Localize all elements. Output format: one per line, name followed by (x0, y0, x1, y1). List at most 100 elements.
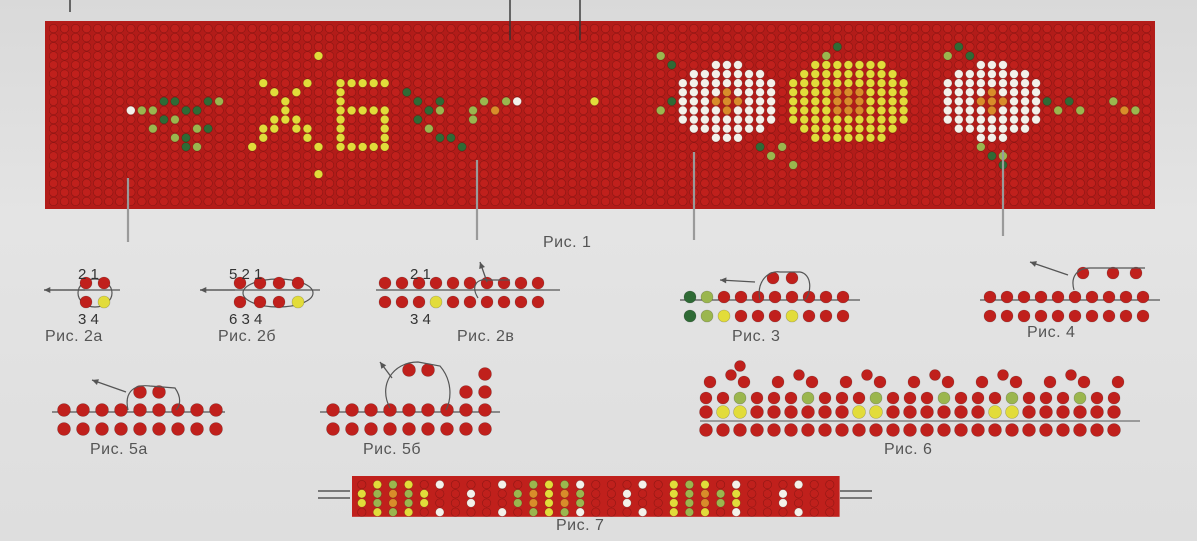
fig6-row-bead (836, 406, 849, 419)
fig1-bead (104, 143, 113, 152)
fig1-bead (789, 179, 798, 188)
fig1-bead (734, 188, 743, 197)
fig1-bead (679, 52, 688, 61)
fig1-bead (447, 161, 456, 170)
fig1-bead (358, 152, 367, 161)
fig1-bead (336, 179, 345, 188)
fig1-bead (369, 42, 378, 51)
fig1-bead (568, 106, 577, 115)
fig1-bead (623, 52, 632, 61)
fig1-bead (380, 152, 389, 161)
fig1-bead (921, 97, 930, 106)
fig1-bead (358, 88, 367, 97)
fig1-bead (888, 61, 897, 70)
fig7-bead (404, 490, 412, 498)
fig2v-caption: Рис. 2в (457, 328, 514, 346)
fig1-bead (281, 115, 290, 124)
fig1-bead (425, 170, 434, 179)
fig1-bead (469, 61, 478, 70)
fig1-bead (182, 197, 191, 206)
fig1-bead (1109, 42, 1118, 51)
fig1-bead (955, 24, 964, 33)
fig1-bead (1032, 33, 1041, 42)
fig1-bead (568, 197, 577, 206)
fig1-bead (778, 188, 787, 197)
fig6-base-bead (1023, 424, 1036, 437)
fig1-bead (138, 143, 147, 152)
fig1-bead (778, 33, 787, 42)
fig1-bead (1010, 33, 1019, 42)
fig5b-mid-bead (422, 404, 435, 417)
fig1-bead (656, 33, 665, 42)
fig1-bead (1098, 70, 1107, 79)
fig1-bead (1010, 152, 1019, 161)
fig1-bead (458, 124, 467, 133)
fig7-bead (545, 480, 553, 488)
fig2b-bottom-bead (273, 296, 285, 308)
fig1-bead (690, 133, 699, 142)
fig1-bead (756, 197, 765, 206)
fig1-bead (502, 88, 511, 97)
fig6-base-bead (700, 424, 713, 437)
fig1-bead (932, 97, 941, 106)
fig1-bead (391, 179, 400, 188)
fig1-bead (1076, 170, 1085, 179)
fig1-bead (955, 133, 964, 142)
fig1-bead (149, 188, 158, 197)
fig1-bead (104, 179, 113, 188)
fig5a-bottom-bead (172, 423, 185, 436)
fig1-bead (1098, 179, 1107, 188)
fig6-base-bead (1074, 424, 1087, 437)
fig1-bead (546, 133, 555, 142)
fig5a-caption: Рис. 5а (90, 441, 148, 459)
fig1-bead (634, 161, 643, 170)
fig1-bead (634, 170, 643, 179)
fig1-bead (391, 61, 400, 70)
fig1-bead (866, 61, 875, 70)
arrowhead (720, 277, 726, 283)
fig1-bead (1098, 188, 1107, 197)
fig1-bead (899, 133, 908, 142)
fig1-bead (822, 133, 831, 142)
fig1-bead (623, 188, 632, 197)
fig1-bead (1065, 161, 1074, 170)
fig1-bead (756, 42, 765, 51)
fig1-bead (623, 70, 632, 79)
fig1-bead (822, 143, 831, 152)
fig1-bead (612, 124, 621, 133)
fig1-bead (171, 88, 180, 97)
fig1-bead (535, 124, 544, 133)
fig1-bead (888, 143, 897, 152)
fig1-bead (447, 24, 456, 33)
fig1-bead (1054, 33, 1063, 42)
fig1-bead (82, 133, 91, 142)
fig1-bead (325, 33, 334, 42)
fig1-bead (303, 52, 312, 61)
fig1-bead (955, 124, 964, 133)
fig1-bead (502, 97, 511, 106)
fig1-bead (325, 179, 334, 188)
fig4-top-bead (1001, 291, 1013, 303)
fig7-bead (482, 499, 490, 507)
fig1-bead (303, 79, 312, 88)
fig1-bead (701, 115, 710, 124)
fig1-bead (248, 170, 257, 179)
fig1-bead (667, 70, 676, 79)
fig1-bead (535, 61, 544, 70)
fig1-bead (403, 97, 412, 106)
fig6-upper-bead (904, 392, 916, 404)
fig1-bead (656, 197, 665, 206)
fig1-bead (590, 143, 599, 152)
fig1-bead (579, 52, 588, 61)
fig7-bead (545, 508, 553, 516)
fig1-bead (380, 61, 389, 70)
fig1-bead (336, 52, 345, 61)
fig1-bead (1098, 115, 1107, 124)
fig1-bead (1120, 133, 1129, 142)
fig1-bead (1087, 24, 1096, 33)
fig1-bead (1120, 33, 1129, 42)
fig1-bead (943, 70, 952, 79)
fig1-bead (60, 133, 69, 142)
fig1-bead (767, 179, 776, 188)
fig1-bead (844, 161, 853, 170)
